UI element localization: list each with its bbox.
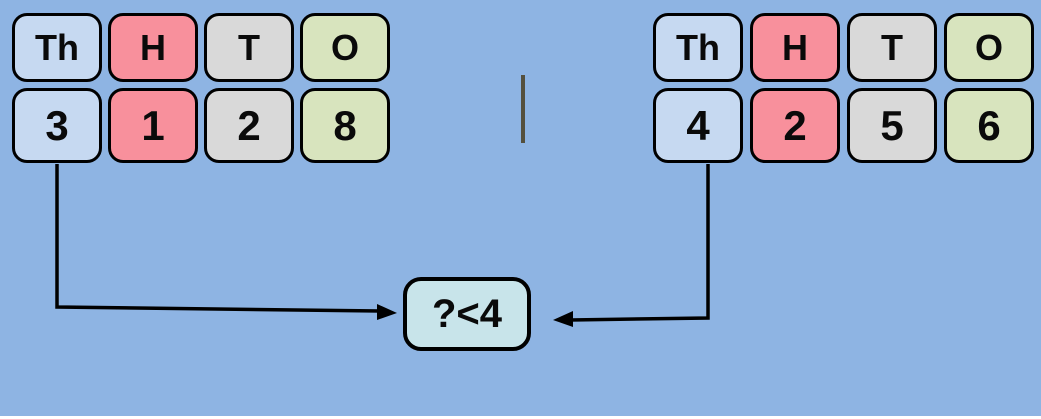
- left-header-cell-hundreds: H: [108, 13, 198, 82]
- left-header-cell-thousands: Th: [12, 13, 102, 82]
- right-header-cell-tens: T: [847, 13, 937, 82]
- right-header-cell-hundreds: H: [750, 13, 840, 82]
- left-header-cell-ones: O: [300, 13, 390, 82]
- left-digit-cell-hundreds: 1: [108, 88, 198, 163]
- left-digit-cell-ones: 8: [300, 88, 390, 163]
- right-arrow: [553, 164, 710, 327]
- left-header-cell-tens: T: [204, 13, 294, 82]
- left-arrow: [55, 164, 397, 320]
- right-digit-cell-hundreds: 2: [750, 88, 840, 163]
- right-digit-cell-tens: 5: [847, 88, 937, 163]
- left-digit-cell-thousands: 3: [12, 88, 102, 163]
- right-header-cell-thousands: Th: [653, 13, 743, 82]
- place-value-table-right: Th H T O 4 2 5 6: [653, 13, 1034, 163]
- right-digit-cell-ones: 6: [944, 88, 1034, 163]
- right-digit-cell-thousands: 4: [653, 88, 743, 163]
- vertical-divider: [521, 75, 525, 143]
- bottom-edge: [0, 416, 1041, 419]
- right-header-cell-ones: O: [944, 13, 1034, 82]
- left-digit-cell-tens: 2: [204, 88, 294, 163]
- place-value-table-left: Th H T O 3 1 2 8: [12, 13, 390, 163]
- comparison-box: ?<4: [403, 277, 531, 351]
